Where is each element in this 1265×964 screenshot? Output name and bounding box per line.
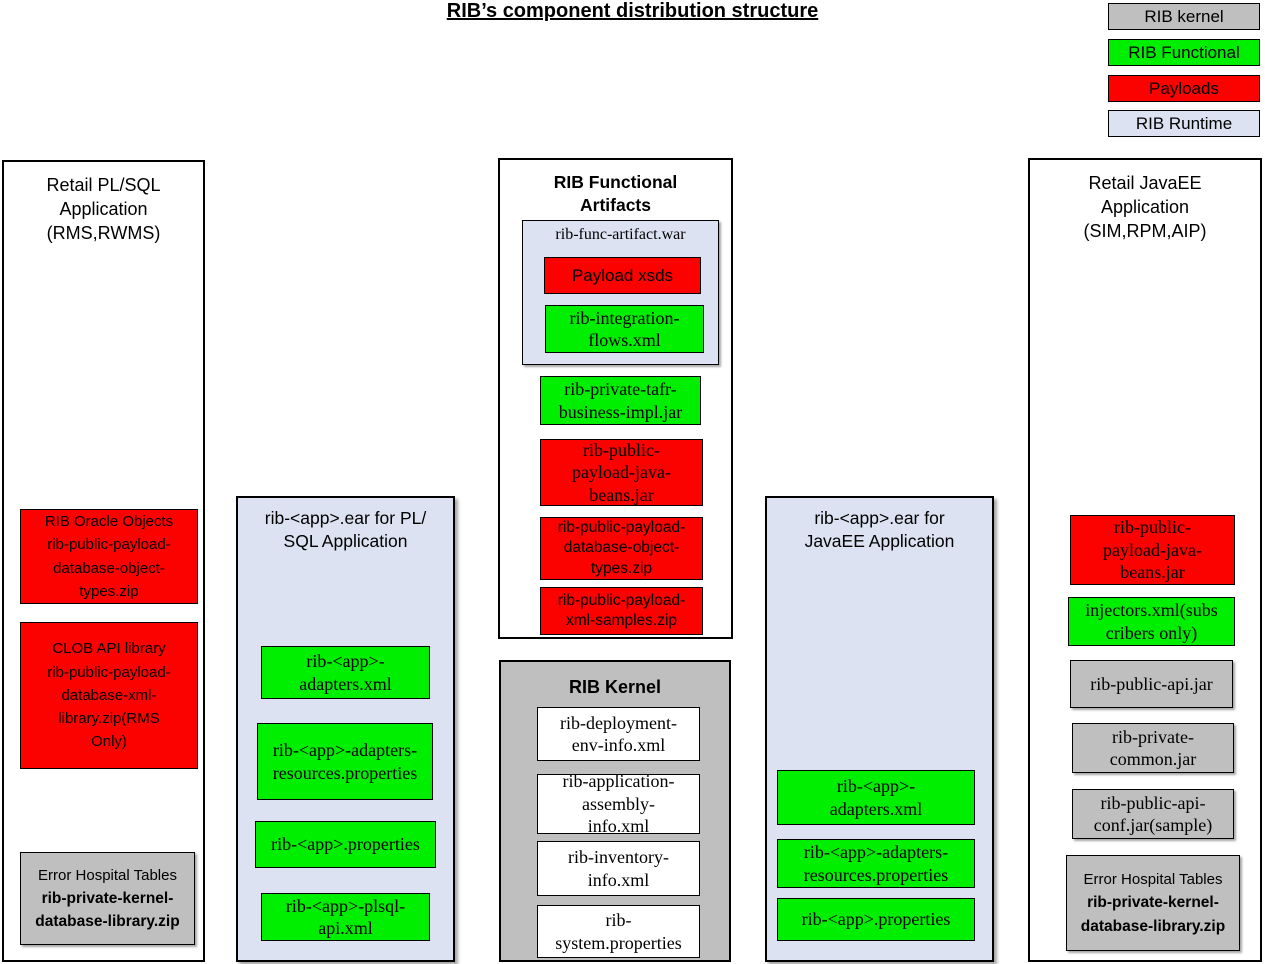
error-hospital-label: Error Hospital Tables: [1083, 871, 1223, 889]
group-plsql-ear: rib-<app>.ear for PL/ SQL Application ri…: [236, 496, 455, 962]
box-rib-public-payload-xml-samples-zip: rib-public-payload- xml-samples.zip: [540, 587, 703, 635]
box-rib-private-tafr-business-impl-jar: rib-private-tafr- business-impl.jar: [540, 376, 701, 425]
box-rib-func-artifact-war: rib-func-artifact.war Payload xsds rib-i…: [522, 220, 719, 365]
box-rib-public-payload-java-beans-jar: rib-public- payload-java- beans.jar: [540, 439, 703, 506]
box-plsql-adapters-xml: rib-<app>- adapters.xml: [261, 646, 430, 699]
box-rib-application-assembly-info-xml: rib-application- assembly- info.xml: [537, 771, 700, 836]
group-title-javaee-ear: rib-<app>.ear for JavaEE Application: [804, 508, 955, 551]
group-retail-javaee-application: Retail JavaEE Application (SIM,RPM,AIP) …: [1028, 158, 1262, 962]
box-rib-oracle-objects: RIB Oracle Objects rib-public-payload- d…: [20, 509, 198, 604]
diagram-title: RIB’s component distribution structure: [446, 0, 819, 22]
error-hospital-file: rib-private-kernel- database-library.zip: [35, 889, 180, 931]
legend-item-rib-functional: RIB Functional: [1108, 39, 1260, 66]
box-javaee-adapters-xml: rib-<app>- adapters.xml: [777, 770, 975, 825]
group-rib-functional-artifacts: RIB Functional Artifacts rib-func-artifa…: [498, 158, 733, 639]
error-hospital-label: Error Hospital Tables: [38, 866, 177, 884]
box-rib-deployment-env-info-xml: rib-deployment- env-info.xml: [537, 707, 700, 761]
rib-func-artifact-war-label: rib-func-artifact.war: [555, 226, 686, 243]
box-rib-system-properties: rib- system.properties: [537, 905, 700, 958]
box-javaee-adapters-resources-properties: rib-<app>-adapters- resources.properties: [777, 839, 975, 888]
group-rib-kernel: RIB Kernel rib-deployment- env-info.xml …: [499, 660, 731, 962]
box-error-hospital-tables-plsql: Error Hospital Tables rib-private-kernel…: [20, 852, 195, 945]
legend-item-rib-kernel: RIB kernel: [1108, 3, 1260, 30]
box-rib-integration-flows-xml: rib-integration- flows.xml: [545, 305, 704, 353]
group-title-plsql-ear: rib-<app>.ear for PL/ SQL Application: [264, 508, 427, 551]
group-retail-plsql-application: Retail PL/SQL Application (RMS,RWMS) RIB…: [2, 160, 205, 962]
box-plsql-api-xml: rib-<app>-plsql- api.xml: [261, 893, 430, 941]
error-hospital-file: rib-private-kernel- database-library.zip: [1080, 894, 1226, 935]
box-injectors-xml: injectors.xml(subs cribers only): [1068, 597, 1235, 646]
group-title-retail-plsql-application: Retail PL/SQL Application (RMS,RWMS): [46, 175, 161, 243]
group-javaee-ear: rib-<app>.ear for JavaEE Application rib…: [765, 496, 994, 962]
box-rib-private-common-jar: rib-private- common.jar: [1072, 723, 1234, 773]
box-rib-inventory-info-xml: rib-inventory- info.xml: [537, 841, 700, 896]
group-title-rib-functional-artifacts: RIB Functional Artifacts: [553, 172, 678, 215]
box-clob-api-library: CLOB API library rib-public-payload- dat…: [20, 622, 198, 769]
group-title-retail-javaee-application: Retail JavaEE Application (SIM,RPM,AIP): [1083, 173, 1207, 241]
box-javaee-app-properties: rib-<app>.properties: [777, 898, 975, 941]
group-title-rib-kernel: RIB Kernel: [568, 677, 662, 697]
box-plsql-adapters-resources-properties: rib-<app>-adapters- resources.properties: [257, 723, 433, 800]
box-rib-public-payload-database-object-types-zip: rib-public-payload- database-object- typ…: [540, 517, 703, 580]
legend-item-payloads: Payloads: [1108, 75, 1260, 102]
box-payload-xsds: Payload xsds: [544, 257, 701, 294]
legend-item-rib-runtime: RIB Runtime: [1108, 110, 1260, 137]
box-rib-public-api-conf-jar: rib-public-api- conf.jar(sample): [1072, 789, 1234, 839]
box-plsql-app-properties: rib-<app>.properties: [255, 821, 436, 868]
box-rib-public-api-jar: rib-public-api.jar: [1070, 660, 1233, 708]
box-error-hospital-tables-javaee: Error Hospital Tables rib-private-kernel…: [1066, 855, 1240, 951]
box-javaee-public-payload-java-beans-jar: rib-public- payload-java- beans.jar: [1070, 515, 1235, 585]
